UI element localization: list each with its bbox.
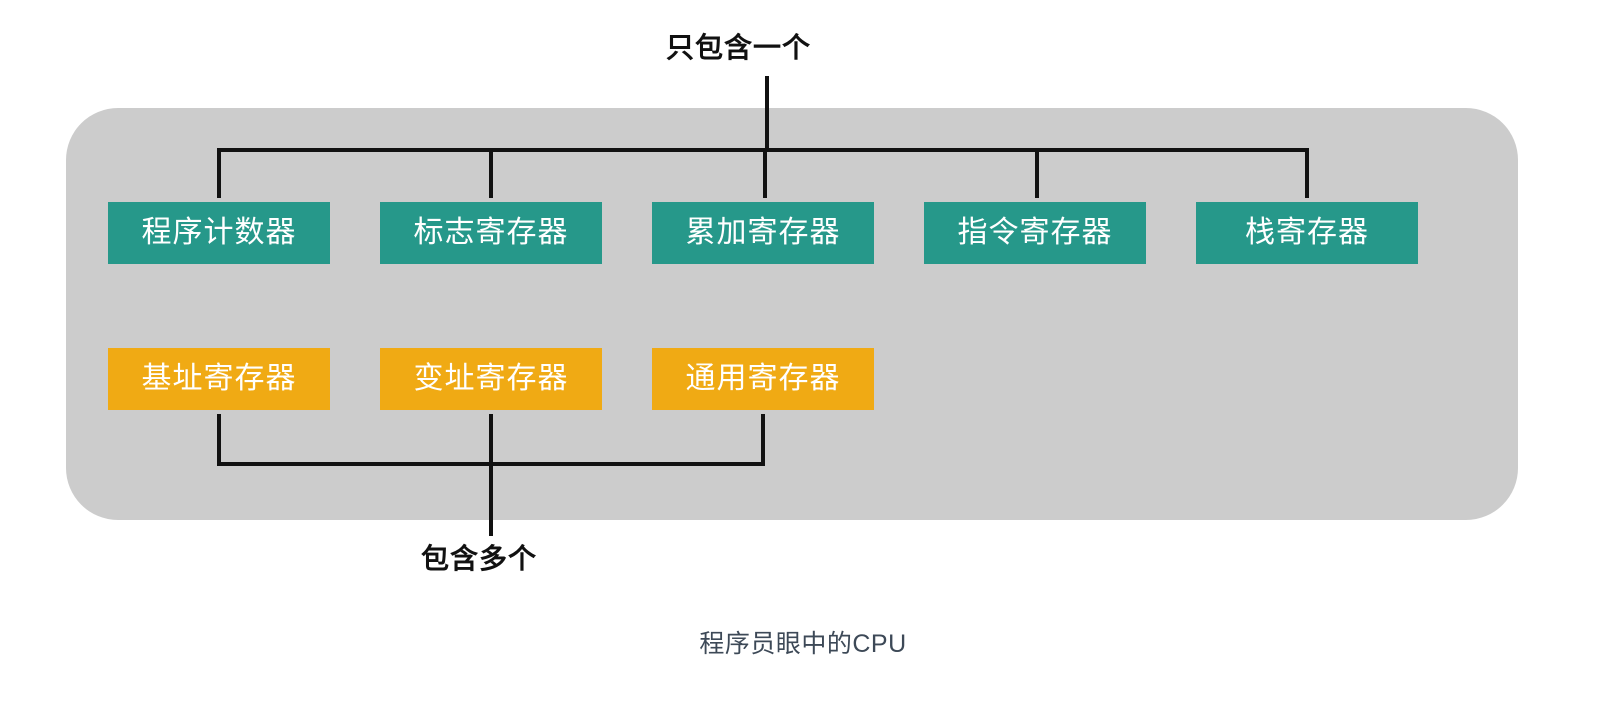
register-box-flag-register[interactable]: 标志寄存器 [380, 202, 602, 264]
diagram-caption: 程序员眼中的CPU [699, 630, 907, 658]
top-drop-connector-4 [1035, 148, 1039, 198]
top-drop-connector-2 [489, 148, 493, 198]
register-box-accumulator[interactable]: 累加寄存器 [652, 202, 874, 264]
bottom-riser-connector-1 [217, 414, 221, 466]
bottom-riser-connector-3 [761, 414, 765, 466]
register-box-program-counter[interactable]: 程序计数器 [108, 202, 330, 264]
top-stem-connector [765, 76, 769, 150]
register-box-instruction-register[interactable]: 指令寄存器 [924, 202, 1146, 264]
bottom-annotation-label: 包含多个 [421, 543, 538, 574]
cpu-chassis [66, 108, 1518, 520]
register-box-general-purpose-register[interactable]: 通用寄存器 [652, 348, 874, 410]
register-box-index-register[interactable]: 变址寄存器 [380, 348, 602, 410]
bottom-stem-connector [489, 462, 493, 536]
top-annotation-label: 只包含一个 [666, 32, 812, 63]
register-box-stack-register[interactable]: 栈寄存器 [1196, 202, 1418, 264]
top-drop-connector-5 [1305, 148, 1309, 198]
bottom-riser-connector-2 [489, 414, 493, 466]
register-box-base-register[interactable]: 基址寄存器 [108, 348, 330, 410]
top-drop-connector-1 [217, 148, 221, 198]
top-drop-connector-3 [763, 148, 767, 198]
